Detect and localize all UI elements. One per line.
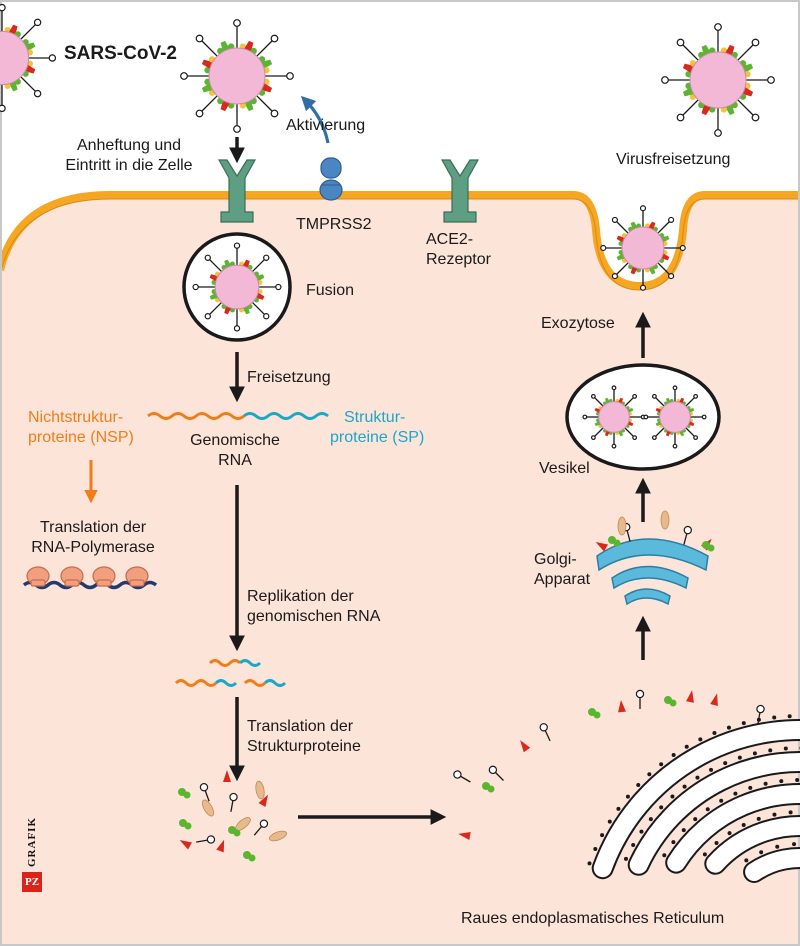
- credit-brand: PZ: [22, 872, 42, 892]
- label-vesicle: Vesikel: [539, 460, 590, 477]
- label-nsp: Nichtstruktur- proteine (NSP): [28, 408, 134, 448]
- rna-polymerase: [22, 566, 158, 590]
- rough-er: [453, 689, 800, 883]
- label-translation-polymerase-line1: Translation der: [39, 519, 147, 536]
- label-translation-polymerase: Translation der RNA-Polymerase: [18, 518, 168, 558]
- label-replication: Replikation der genomischen RNA: [247, 587, 380, 627]
- credit-word: GRAFIK: [26, 817, 38, 867]
- label-translation-polymerase-line2: RNA-Polymerase: [31, 539, 155, 556]
- label-golgi-line2: Apparat: [534, 571, 591, 588]
- label-attachment-line2: Eintritt in die Zelle: [65, 157, 193, 174]
- golgi-apparatus: [595, 510, 715, 606]
- structural-proteins-cluster: [178, 770, 287, 862]
- virus-exocytosis: [600, 205, 686, 291]
- label-sp-line1: Struktur-: [344, 409, 406, 426]
- rna-genomic-orange: [147, 412, 245, 420]
- label-sp: Struktur- proteine (SP): [330, 408, 424, 448]
- label-exocytosis: Exozytose: [541, 315, 615, 332]
- rna-genomic-cyan: [243, 412, 329, 420]
- label-attachment: Anheftung und Eintritt in die Zelle: [44, 136, 214, 176]
- label-ace2: ACE2- Rezeptor: [426, 230, 491, 270]
- label-tmprss2: TMPRSS2: [296, 216, 372, 233]
- label-activation: Aktivierung: [286, 117, 366, 134]
- label-sp-line2: proteine (SP): [330, 429, 425, 446]
- virus-top: [180, 19, 294, 133]
- pz-grafik-logo: GRAFIK PZ: [20, 812, 44, 894]
- label-ace2-line2: Rezeptor: [426, 251, 491, 268]
- label-ace2-line1: ACE2-: [426, 231, 474, 248]
- label-translation-structural: Translation der Strukturproteine: [247, 717, 361, 757]
- virus-top-right: [661, 23, 775, 137]
- replicated-rna: [174, 659, 287, 687]
- label-golgi-line1: Golgi-: [534, 551, 577, 568]
- arrow-activation: [300, 95, 330, 144]
- label-translation-structural-line2: Strukturproteine: [247, 738, 361, 755]
- label-rough-er: Raues endoplasmatisches Reticulum: [461, 910, 725, 927]
- membrane-inner-line: [0, 198, 800, 291]
- label-release: Freisetzung: [247, 369, 331, 386]
- tmprss2-protein: [319, 157, 343, 201]
- label-fusion: Fusion: [306, 282, 355, 299]
- label-golgi: Golgi- Apparat: [534, 550, 590, 590]
- label-genomic-rna-line2: RNA: [218, 452, 252, 469]
- virus-corner: [0, 3, 57, 113]
- label-nsp-line1: Nichtstruktur-: [28, 409, 124, 426]
- cell-cytoplasm: [0, 195, 800, 946]
- label-genomic-rna-line1: Genomische: [190, 432, 280, 449]
- endosome: [182, 232, 292, 342]
- ace2-receptor-right: [440, 159, 480, 223]
- vesicle: [565, 363, 721, 471]
- label-replication-line1: Replikation der: [247, 588, 354, 605]
- ace2-receptor-left: [217, 159, 257, 223]
- label-translation-structural-line1: Translation der: [247, 718, 354, 735]
- label-nsp-line2: proteine (NSP): [28, 429, 134, 446]
- label-virus-release: Virusfreisetzung: [616, 151, 731, 168]
- label-genomic-rna: Genomische RNA: [180, 431, 290, 471]
- label-attachment-line1: Anheftung und: [76, 137, 182, 154]
- label-replication-line2: genomischen RNA: [247, 608, 381, 625]
- title: SARS-CoV-2: [64, 43, 177, 64]
